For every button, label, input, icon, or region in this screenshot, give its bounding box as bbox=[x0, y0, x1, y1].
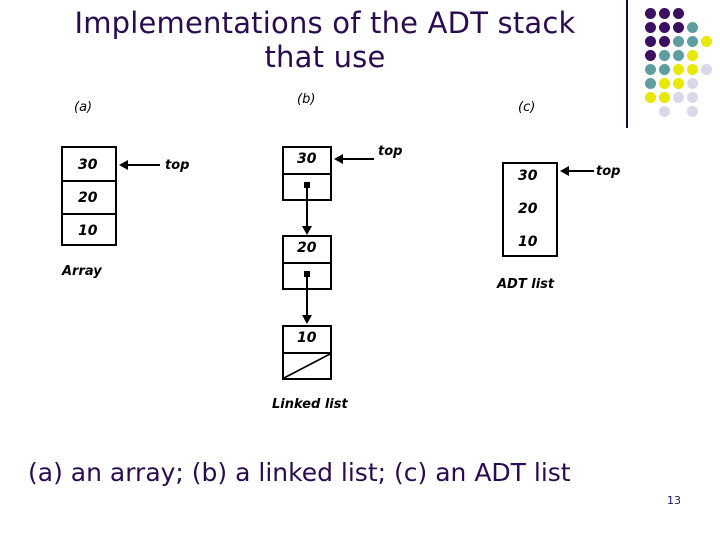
adt-list-caption: ADT list bbox=[497, 277, 555, 292]
decorative-dot-grid bbox=[645, 8, 717, 126]
decorative-dot bbox=[659, 22, 670, 33]
decorative-dot bbox=[673, 36, 684, 47]
linked-node-divider bbox=[282, 352, 332, 354]
linked-node-value: 10 bbox=[297, 330, 317, 346]
decorative-dot bbox=[673, 78, 684, 89]
page-title: Implementations of the ADT stack that us… bbox=[74, 6, 576, 74]
linked-node-divider bbox=[282, 173, 332, 175]
linked-node-divider bbox=[282, 262, 332, 264]
decorative-dot bbox=[673, 64, 684, 75]
decorative-dot bbox=[687, 22, 698, 33]
decorative-divider-line bbox=[626, 0, 628, 128]
decorative-dot bbox=[645, 92, 656, 103]
array-box bbox=[61, 146, 117, 246]
adt-top-arrow-shaft bbox=[569, 170, 594, 172]
decorative-dot bbox=[645, 22, 656, 33]
array-cell-value: 10 bbox=[78, 223, 98, 239]
array-top-arrow-shaft bbox=[128, 164, 160, 166]
decorative-dot bbox=[659, 36, 670, 47]
decorative-dot bbox=[687, 78, 698, 89]
decorative-dot bbox=[673, 22, 684, 33]
linked-node-pointer-head bbox=[302, 226, 312, 235]
panel-c-part-label: (c) bbox=[518, 100, 536, 115]
decorative-dot bbox=[645, 50, 656, 61]
decorative-dot bbox=[645, 78, 656, 89]
decorative-dot bbox=[687, 64, 698, 75]
array-cell-value: 30 bbox=[78, 157, 98, 173]
decorative-dot bbox=[673, 50, 684, 61]
decorative-dot bbox=[687, 36, 698, 47]
decorative-dot bbox=[687, 92, 698, 103]
panel-a-part-label: (a) bbox=[74, 100, 93, 115]
adt-list-item: 10 bbox=[518, 234, 538, 250]
decorative-dot bbox=[687, 50, 698, 61]
linked-node-null-slash-icon bbox=[283, 353, 331, 379]
decorative-dot bbox=[659, 78, 670, 89]
decorative-dot bbox=[659, 106, 670, 117]
linked-top-arrow-shaft bbox=[343, 158, 374, 160]
linked-node-pointer-shaft bbox=[306, 274, 308, 319]
array-divider-2 bbox=[61, 213, 117, 215]
decorative-dot bbox=[659, 8, 670, 19]
adt-list-item: 30 bbox=[518, 168, 538, 184]
decorative-dot bbox=[673, 92, 684, 103]
panel-b-part-label: (b) bbox=[297, 92, 316, 107]
adt-list-item: 20 bbox=[518, 201, 538, 217]
adt-list-box bbox=[502, 162, 558, 257]
array-cell-value: 20 bbox=[78, 190, 98, 206]
decorative-dot bbox=[673, 8, 684, 19]
linked-top-label: top bbox=[378, 144, 403, 159]
decorative-dot bbox=[701, 36, 712, 47]
decorative-dot bbox=[659, 92, 670, 103]
decorative-dot bbox=[701, 64, 712, 75]
adt-top-label: top bbox=[596, 164, 621, 179]
decorative-dot bbox=[687, 106, 698, 117]
linked-node-value: 30 bbox=[297, 151, 317, 167]
array-caption: Array bbox=[62, 264, 102, 279]
array-top-arrow-head bbox=[119, 160, 128, 170]
array-divider-1 bbox=[61, 180, 117, 182]
decorative-dot bbox=[659, 50, 670, 61]
decorative-dot bbox=[645, 8, 656, 19]
adt-top-arrow-head bbox=[560, 166, 569, 176]
decorative-dot bbox=[659, 64, 670, 75]
decorative-dot bbox=[645, 36, 656, 47]
decorative-dot bbox=[645, 64, 656, 75]
linked-node-value: 20 bbox=[297, 240, 317, 256]
linked-node-pointer-head bbox=[302, 315, 312, 324]
array-top-label: top bbox=[165, 158, 190, 173]
page-number: 13 bbox=[667, 494, 681, 507]
linked-list-caption: Linked list bbox=[272, 397, 348, 412]
linked-top-arrow-head bbox=[334, 154, 343, 164]
linked-node-pointer-shaft bbox=[306, 185, 308, 230]
slide-caption: (a) an array; (b) a linked list; (c) an … bbox=[28, 458, 571, 487]
